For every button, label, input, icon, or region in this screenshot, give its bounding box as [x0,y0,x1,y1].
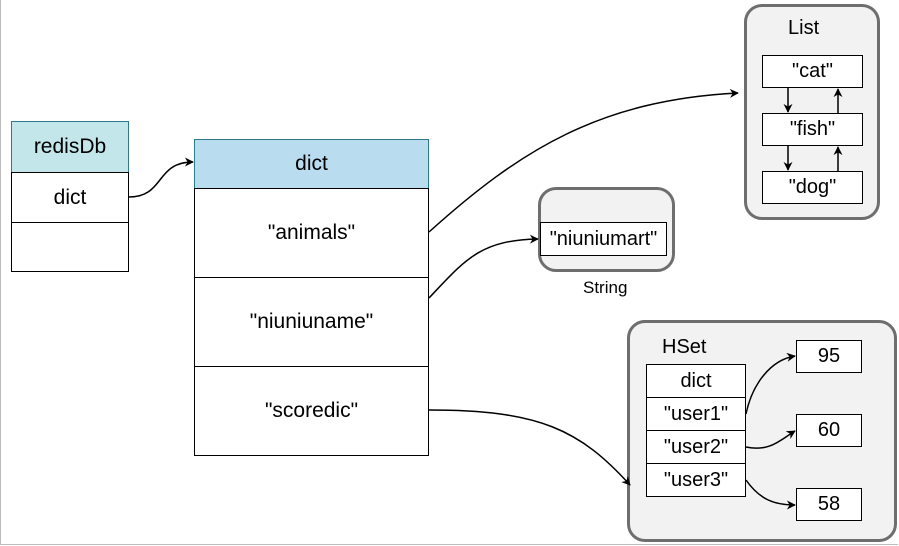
string-caption: String [583,278,628,297]
list-item-dog: "dog" [762,171,863,204]
dict-key-scoredic: "scoredic" [194,366,429,456]
arrow-redisdb-to-dict [128,157,194,198]
hset-title: HSet [662,336,707,358]
arrow-user3-to-58 [745,479,796,510]
string-value: "niuniumart" [540,222,667,256]
hset-dict-header: dict [646,364,746,398]
list-item-fish: "fish" [762,113,863,146]
arrow-animals-to-list [428,88,739,233]
hset-value-95: 95 [796,340,862,373]
hset-key-user3: "user3" [646,463,746,497]
arrow-user2-to-60 [745,430,796,449]
redisdb-dict-field: dict [11,172,129,223]
arrow-niuniuname-to-string [428,234,539,299]
hset-value-60: 60 [796,414,862,447]
redisdb-header: redisDb [11,121,129,173]
list-item-cat: "cat" [762,55,863,88]
arrow-user1-to-95 [745,352,796,415]
redisdb-empty-field [11,222,129,272]
list-title: List [788,17,820,39]
hset-value-58: 58 [796,488,862,521]
dict-key-niuniuname: "niuniuname" [194,277,429,367]
dict-key-animals: "animals" [194,188,429,278]
hset-key-user1: "user1" [646,397,746,431]
hset-key-user2: "user2" [646,430,746,464]
arrow-scoredic-to-hset [428,409,631,486]
dict-header: dict [194,139,429,189]
